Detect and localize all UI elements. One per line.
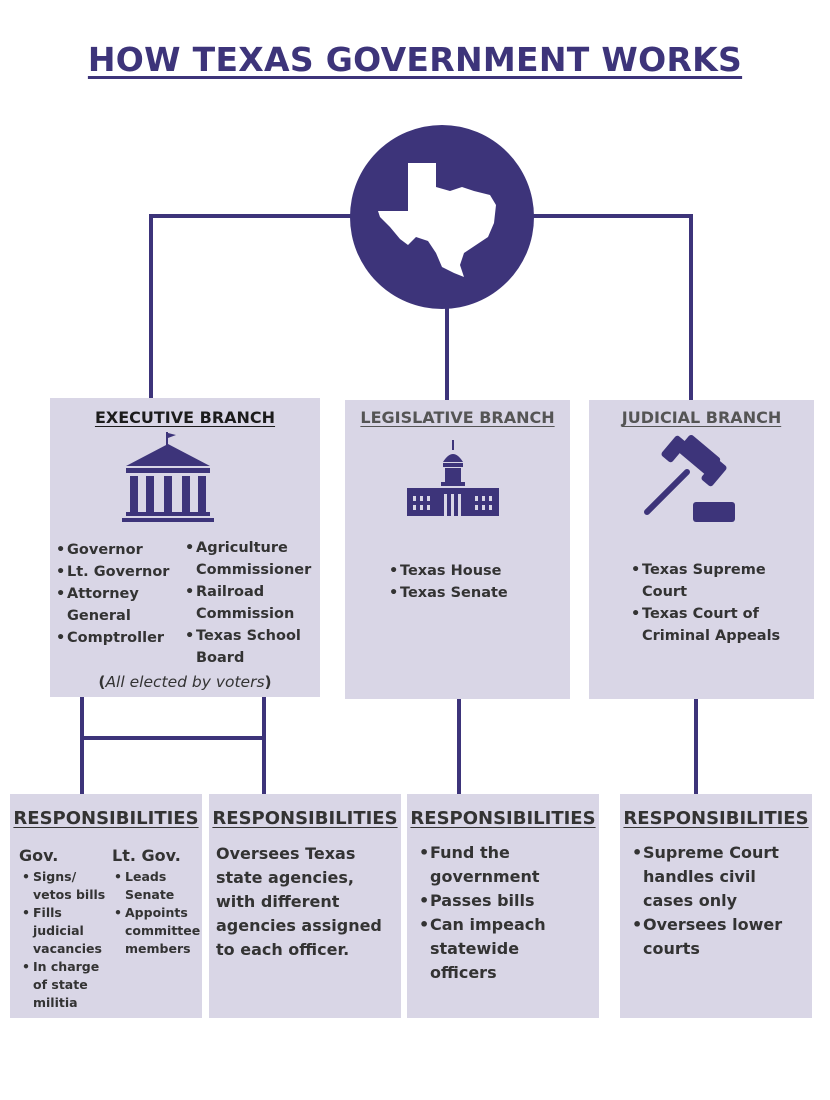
- list-item: Attorney General: [56, 583, 149, 627]
- list-item: Fund the government: [419, 841, 560, 889]
- connector-top-center-v: [445, 300, 449, 400]
- responsibilities-jud-box: RESPONSIBILITIES Supreme Court handles c…: [620, 794, 812, 1018]
- connector-top-left-h: [150, 214, 355, 218]
- capitol-building-icon: [407, 440, 499, 516]
- connector-top-right-h: [530, 214, 693, 218]
- list-item: Signs/ vetos bills: [22, 868, 106, 904]
- list-item: Lt. Governor: [56, 561, 181, 583]
- executive-branch-box: EXECUTIVE BRANCH Governor Lt. Governor A…: [50, 398, 320, 697]
- judicial-resp-list: Supreme Court handles civil cases only O…: [632, 841, 807, 961]
- list-item: Oversees lower courts: [632, 913, 793, 961]
- connector-leg-v: [457, 698, 461, 794]
- texas-circle: [350, 125, 534, 309]
- ltgov-label: Lt. Gov.: [112, 846, 181, 865]
- responsibilities-title: RESPONSIBILITIES: [13, 808, 199, 829]
- page-title: HOW TEXAS GOVERNMENT WORKS: [87, 40, 743, 79]
- executive-note: (All elected by voters): [98, 673, 272, 691]
- list-item: Leads Senate: [114, 868, 185, 904]
- list-item: Governor: [56, 539, 181, 561]
- gavel-icon: [644, 434, 735, 522]
- list-item: Fills judicial vacancies: [22, 904, 106, 958]
- legislative-list: Texas House Texas Senate: [389, 560, 559, 604]
- responsibilities-title: RESPONSIBILITIES: [410, 808, 596, 829]
- legislative-resp-list: Fund the government Passes bills Can imp…: [419, 841, 594, 985]
- responsibilities-title: RESPONSIBILITIES: [623, 808, 809, 829]
- responsibilities-leg-box: RESPONSIBILITIES Fund the government Pas…: [407, 794, 599, 1018]
- connector-jud-v: [694, 698, 698, 794]
- legislative-branch-box: LEGISLATIVE BRANCH Texas House Texas Sen…: [345, 400, 570, 699]
- responsibilities-title: RESPONSIBILITIES: [212, 808, 398, 829]
- list-item: Agriculture Commissioner: [185, 537, 317, 581]
- connector-exec-right-v: [262, 697, 266, 794]
- gov-label: Gov.: [19, 846, 59, 865]
- connector-exec-left-v: [80, 697, 84, 794]
- responsibilities-text: Oversees Texas state agencies, with diff…: [216, 844, 382, 959]
- list-item: Texas Court of Criminal Appeals: [631, 603, 797, 647]
- legislative-branch-title: LEGISLATIVE BRANCH: [360, 408, 555, 427]
- connector-top-right-v: [689, 214, 693, 400]
- list-item: Passes bills: [419, 889, 594, 913]
- executive-list-right: Agriculture Commissioner Railroad Commis…: [185, 537, 317, 669]
- judicial-branch-title: JUDICIAL BRANCH: [621, 408, 782, 427]
- list-item: Texas School Board: [185, 625, 306, 669]
- ltgov-list: Leads Senate Appoints committee members: [114, 868, 200, 958]
- list-item: Railroad Commission: [185, 581, 317, 625]
- executive-list-left: Governor Lt. Governor Attorney General C…: [56, 539, 181, 649]
- list-item: Comptroller: [56, 627, 181, 649]
- list-item: Texas House: [389, 560, 559, 582]
- judicial-branch-box: JUDICIAL BRANCH Texas Supreme Court Texa…: [589, 400, 814, 699]
- connector-exec-h: [80, 736, 266, 740]
- executive-branch-title: EXECUTIVE BRANCH: [94, 408, 276, 427]
- list-item: Appoints committee members: [114, 904, 200, 958]
- responsibilities-gov-box: RESPONSIBILITIES Gov. Signs/ vetos bills…: [10, 794, 202, 1018]
- gov-list: Signs/ vetos bills Fills judicial vacanc…: [22, 868, 106, 1012]
- list-item: Can impeach statewide officers: [419, 913, 570, 985]
- list-item: Supreme Court handles civil cases only: [632, 841, 788, 913]
- responsibilities-exec-box: RESPONSIBILITIES Oversees Texas state ag…: [209, 794, 401, 1018]
- connector-top-left-v: [149, 214, 153, 400]
- list-item: Texas Senate: [389, 582, 559, 604]
- government-building-icon: [122, 432, 214, 522]
- list-item: In charge of state militia: [22, 958, 106, 1012]
- judicial-list: Texas Supreme Court Texas Court of Crimi…: [631, 559, 801, 647]
- texas-state-icon: [378, 163, 496, 277]
- list-item: Texas Supreme Court: [631, 559, 777, 603]
